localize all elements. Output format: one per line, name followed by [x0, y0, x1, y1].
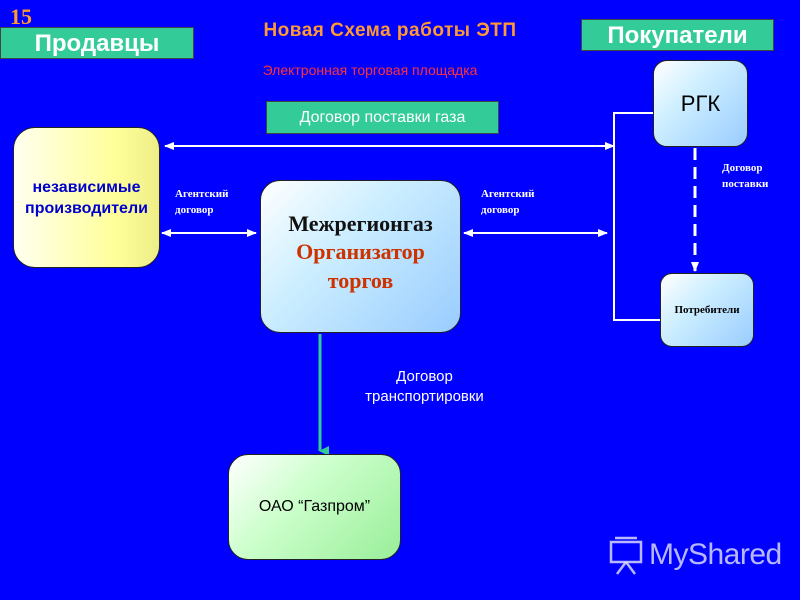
- transport-line1: Договор: [396, 368, 453, 385]
- transport-line2: транспортировки: [365, 388, 484, 405]
- consumers-box: Потребители: [660, 273, 754, 347]
- rgk-box: РГК: [653, 60, 748, 147]
- slide-number: 15: [10, 4, 32, 29]
- page-title: Новая Схема работы ЭТП: [263, 20, 517, 41]
- producers-line2: производители: [25, 199, 148, 217]
- agent-contract-right-label: Агентский договор: [481, 186, 534, 218]
- organizer-box: Межрегионгаз Организатор торгов: [260, 180, 461, 333]
- buyers-bracket: [613, 112, 660, 321]
- transport-contract-label: Договор транспортировки: [352, 367, 497, 407]
- supply-contract-label: Договор поставки: [722, 160, 768, 192]
- agent-left-line1: Агентский: [175, 188, 229, 200]
- gazprom-label: ОАО “Газпром”: [258, 498, 371, 515]
- subtitle: Электронная торговая площадка: [262, 62, 478, 78]
- agent-contract-left-label: Агентский договор: [175, 186, 228, 218]
- agent-right-line2: договор: [481, 204, 520, 216]
- buyers-header: Покупатели: [581, 19, 774, 51]
- agent-right-line1: Агентский: [481, 188, 535, 200]
- organizer-role-line1: Организатор: [296, 238, 425, 264]
- agent-left-line2: договор: [175, 204, 214, 216]
- producers-line1: независимые: [32, 178, 141, 196]
- gas-supply-contract-label: Договор поставки газа: [266, 101, 499, 134]
- supply-line1: Договор: [722, 162, 763, 174]
- sellers-header: Продавцы: [0, 27, 194, 59]
- rgk-label: РГК: [680, 90, 721, 116]
- consumers-label: Потребители: [674, 304, 740, 316]
- organizer-role-line2: торгов: [327, 267, 394, 293]
- organizer-name: Межрегионгаз: [288, 210, 433, 236]
- independent-producers-box: независимые производители: [13, 127, 160, 268]
- gazprom-box: ОАО “Газпром”: [228, 454, 401, 560]
- presentation-board-icon: [609, 536, 643, 575]
- watermark-text: MyShared: [649, 538, 782, 571]
- supply-line2: поставки: [722, 178, 769, 190]
- watermark: MyShared: [605, 536, 785, 576]
